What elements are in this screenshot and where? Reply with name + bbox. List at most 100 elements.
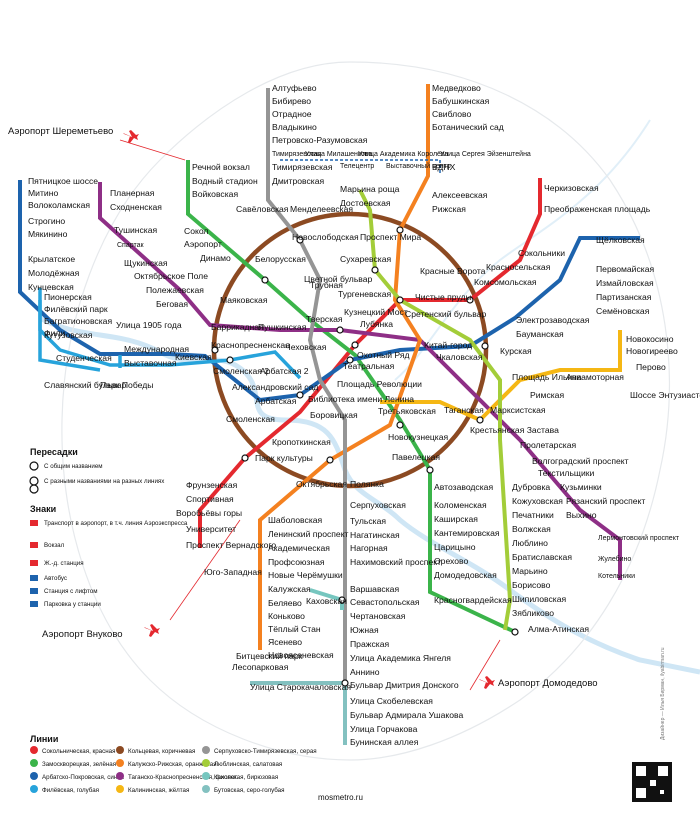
station-label: Жулебино [598, 555, 631, 563]
station-label: Улица Горчакова [350, 724, 418, 734]
legend-line-label: Филёвская, голубая [42, 787, 99, 794]
station-label: Бабушкинская [432, 96, 490, 106]
legend-line-label: Таганско-Краснопресненская, фиолет. [128, 774, 238, 781]
bus-icon [30, 575, 38, 581]
legend-line-marker [202, 785, 210, 793]
station-label: Тушинская [114, 225, 158, 235]
station-label: Шоссе Энтузиастов [630, 390, 700, 400]
station-label: Новоясеневская [268, 650, 334, 660]
station-label: Багратионовская [44, 316, 112, 326]
station-label: Университет [186, 524, 236, 534]
station-label: Чертановская [350, 611, 406, 621]
station-label: Шаболовская [268, 515, 323, 525]
station-label: Выставочная [124, 358, 177, 368]
station-label: Арбатская [255, 396, 297, 406]
station-label: Электрозаводская [516, 315, 590, 325]
station-label: Молодёжная [28, 268, 80, 278]
station-label: Аэропорт [184, 239, 222, 249]
station-label: Бауманская [516, 329, 564, 339]
station-label: Каширская [434, 514, 478, 524]
station-label: Отрадное [272, 109, 312, 119]
station-label: Орехово [434, 556, 469, 566]
legend-line-marker [116, 772, 124, 780]
legend-lines: Линии Сокольническая, краснаяЗамоскворец… [30, 734, 317, 794]
legend-item: С разными названиями на разных линиях [44, 478, 165, 485]
station-label: Автозаводская [434, 482, 493, 492]
legend-item: С общим названием [44, 463, 103, 470]
station-label: Тёплый Стан [268, 624, 321, 634]
station-label: Беляево [268, 598, 302, 608]
station-label: Выставочный центр [386, 162, 451, 170]
line-monorail [280, 159, 441, 175]
airport-label: Аэропорт Домодедово [498, 678, 598, 689]
station-label: Ясенево [268, 637, 302, 647]
station-label: Нагатинская [350, 530, 400, 540]
station-label: Динамо [200, 253, 231, 263]
station-label: Полежаевская [146, 285, 204, 295]
station-label: Сретенский бульвар [405, 309, 486, 319]
station-label: Воробьёвы горы [176, 508, 242, 518]
rail-station-icon [30, 542, 38, 548]
station-label: Арбатская 2 [260, 366, 309, 376]
station-label: Площадь Ильича [512, 372, 582, 382]
legend-signs: Знаки Транспорт в аэропорт, в т.ч. линия… [30, 504, 188, 608]
airport-vnukovo[interactable]: Аэропорт Внуково [42, 624, 160, 640]
station-label: Печатники [512, 510, 554, 520]
station-label: Спартак [117, 242, 144, 249]
station-label: Волгоградский проспект [532, 456, 629, 466]
station-label: Дубровка [512, 482, 550, 492]
legend-line-marker [30, 746, 38, 754]
airport-sheremetyevo[interactable]: Аэропорт Шереметьево [8, 126, 139, 143]
station-label: Баррикадная [211, 322, 264, 332]
station-label: Кузьминки [560, 482, 602, 492]
legend-line-marker [30, 785, 38, 793]
station-label: Севастопольская [350, 597, 420, 607]
station-label: Пушкинская [258, 322, 307, 332]
line-butovo [250, 681, 347, 745]
station-label: Охотный Ряд [357, 350, 410, 360]
site-url[interactable]: mosmetro.ru [318, 793, 363, 802]
station-label: Коломенская [434, 500, 487, 510]
station-label: Новокузнецкая [388, 432, 449, 442]
station-label: Пражская [350, 639, 390, 649]
legend-line-label: Люблинская, салатовая [214, 761, 282, 768]
train-icon [30, 560, 38, 566]
station-label: Кропоткинская [272, 437, 331, 447]
station-label: Полянка [350, 479, 384, 489]
station-label: Библиотека имени Ленина [308, 394, 414, 404]
station-label: Бибирево [272, 96, 311, 106]
station-label: Кожуховская [512, 496, 563, 506]
mkad [61, 61, 670, 761]
station-label: Бульвар Адмирала Ушакова [350, 710, 464, 720]
station-label: Тургеневская [338, 289, 391, 299]
station-label: Международная [124, 344, 189, 354]
station-label: Котельники [598, 573, 635, 580]
station-label: Новые Черёмушки [268, 570, 343, 580]
line-red [198, 178, 542, 548]
station-label: Тимирязевская [272, 162, 333, 172]
station-label: Чкаловская [436, 352, 483, 362]
station-label: Парк культуры [255, 453, 313, 463]
station-label: Новослободская [292, 232, 359, 242]
station-label: Пролетарская [520, 440, 576, 450]
legend-item: Автобус [44, 575, 67, 582]
aeroexpress-sheremetyevo [119, 139, 186, 161]
station-label: Дмитровская [272, 176, 325, 186]
station-label: Рязанский проспект [566, 496, 645, 506]
qr-code[interactable] [632, 762, 672, 802]
station-label: Марксистская [490, 405, 546, 415]
aeroexpress-vnukovo [169, 519, 241, 621]
station-label: Митино [28, 188, 58, 198]
station-label: Царицыно [434, 542, 476, 552]
station-label: Красногвардейская [434, 595, 512, 605]
station-label: Боровицкая [310, 410, 358, 420]
station-label: Чистые пруды [415, 292, 472, 302]
station-label: Водный стадион [192, 176, 258, 186]
airport-domodedovo[interactable]: Аэропорт Домодедово [479, 676, 598, 689]
station-label: Маяковская [220, 295, 268, 305]
legend-item: Вокзал [44, 542, 65, 549]
station-label: Тверская [306, 314, 343, 324]
station-label: ВДНХ [432, 162, 456, 172]
plane-icon [123, 130, 139, 143]
